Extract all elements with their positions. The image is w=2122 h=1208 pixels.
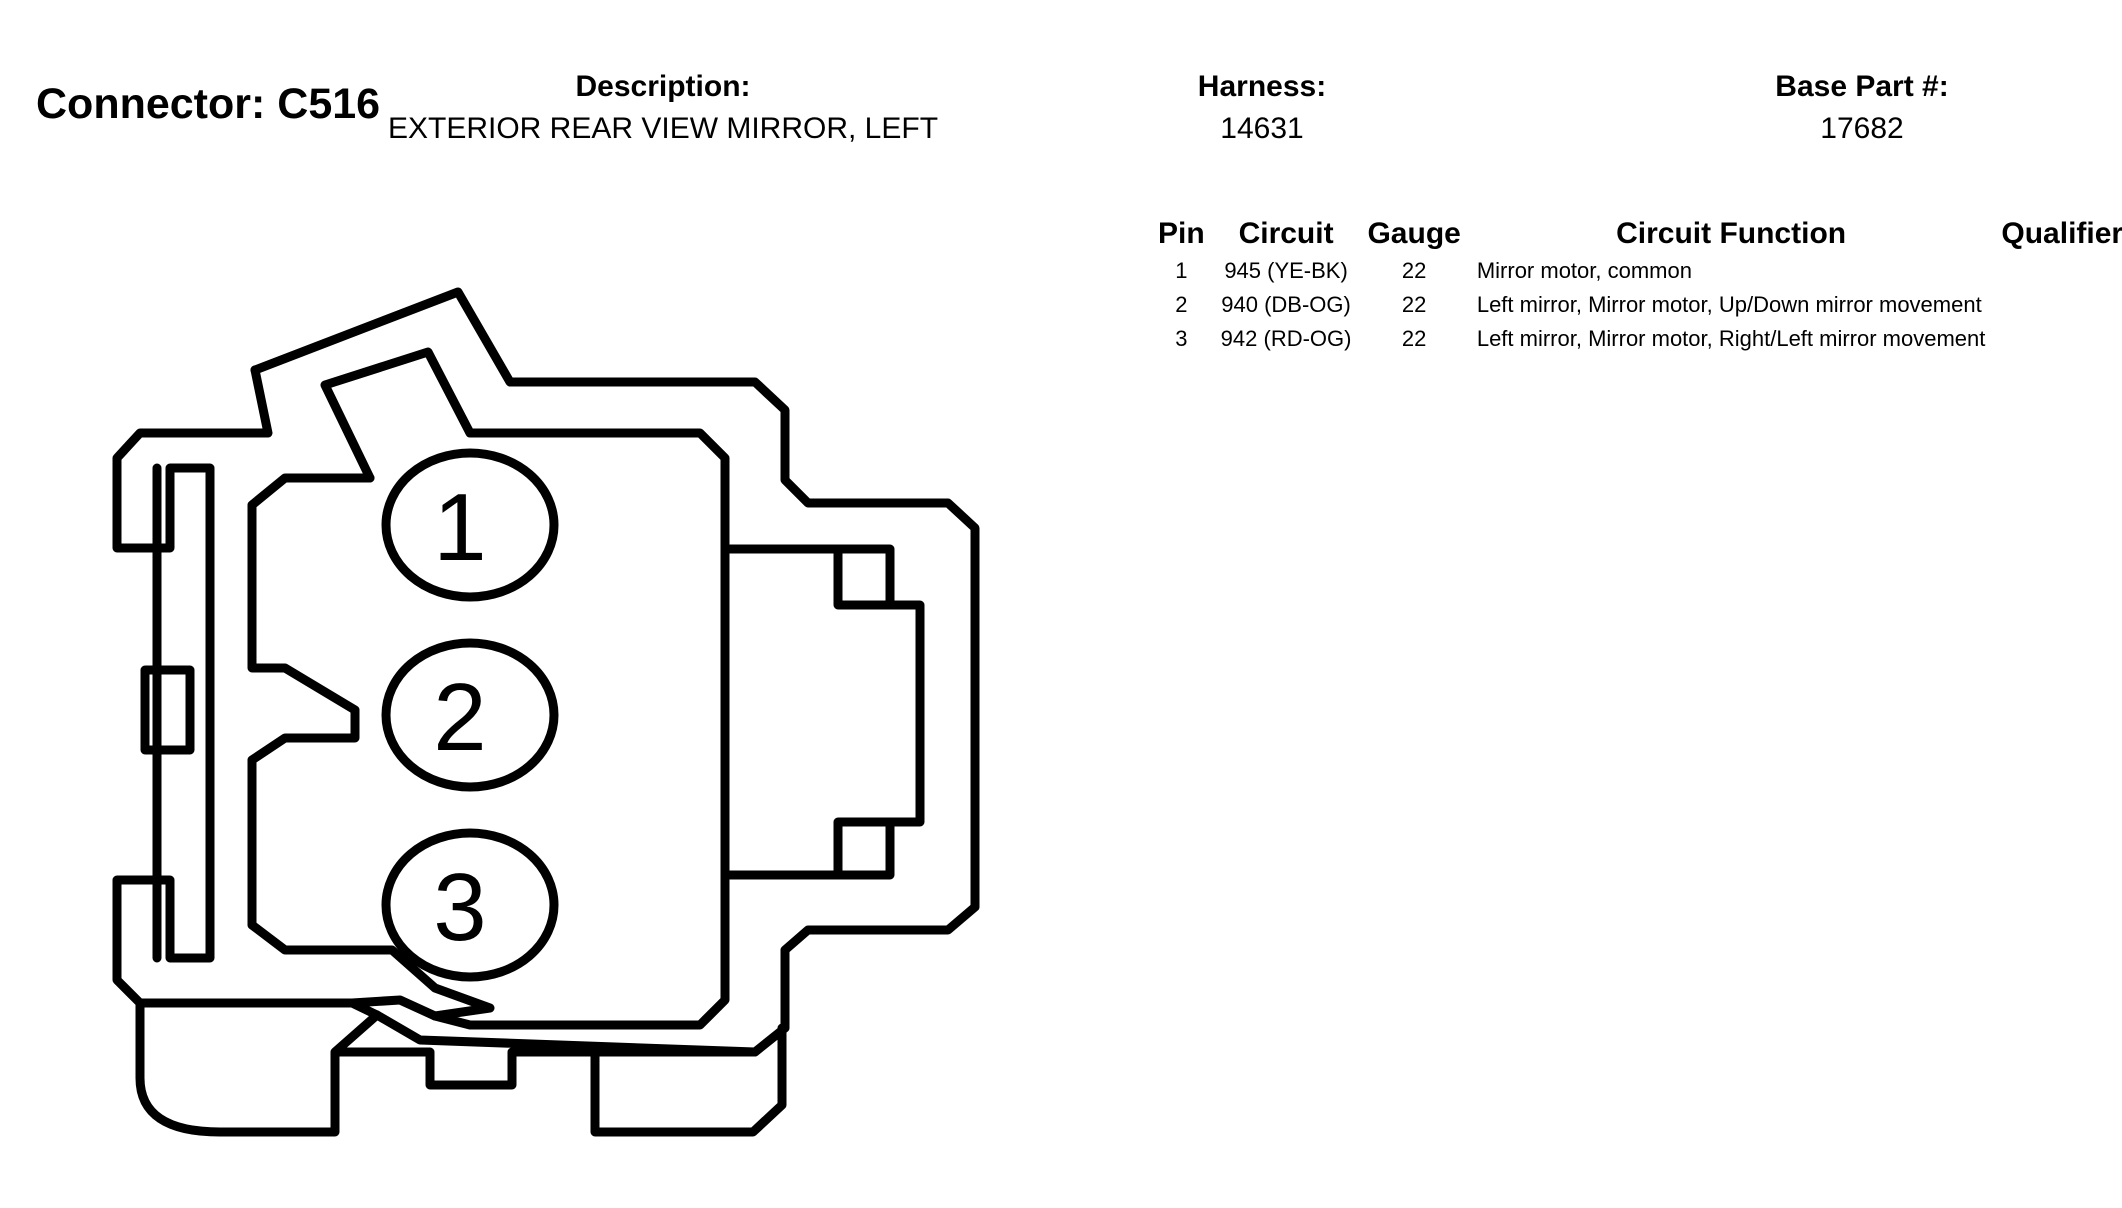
cell-pin: 2 bbox=[1175, 292, 1188, 317]
pin-label-2: 2 bbox=[433, 664, 486, 771]
cell-circuit: 940 (DB-OG) bbox=[1221, 292, 1351, 317]
description-value: EXTERIOR REAR VIEW MIRROR, LEFT bbox=[387, 112, 939, 145]
table-header-row: Pin Circuit Gauge Circuit Function Quali… bbox=[1150, 214, 2122, 254]
cell-gauge: 22 bbox=[1401, 258, 1427, 283]
connector-right-lock bbox=[725, 544, 925, 880]
col-qualifier: Qualifier bbox=[2001, 217, 2122, 250]
cell-pin: 3 bbox=[1175, 326, 1188, 351]
base-part-value: 17682 bbox=[1820, 112, 1904, 145]
cell-gauge: 22 bbox=[1401, 292, 1427, 317]
description-label: Description: bbox=[575, 70, 751, 103]
cell-function: Left mirror, Mirror motor, Up/Down mirro… bbox=[1476, 292, 1982, 317]
pin-label-3: 3 bbox=[433, 854, 486, 961]
cell-pin: 1 bbox=[1175, 258, 1188, 283]
connector-left-flange bbox=[112, 365, 382, 1020]
harness-label: Harness: bbox=[1197, 70, 1327, 103]
pin-table: Pin Circuit Gauge Circuit Function Quali… bbox=[1150, 214, 2122, 356]
cell-gauge: 22 bbox=[1401, 326, 1427, 351]
pin-cavity-3 bbox=[381, 828, 559, 982]
cell-circuit: 945 (YE-BK) bbox=[1224, 258, 1348, 283]
pin-label-1: 1 bbox=[433, 474, 486, 581]
cell-function: Left mirror, Mirror motor, Right/Left mi… bbox=[1476, 326, 1986, 351]
table-row: 1 945 (YE-BK) 22 Mirror motor, common bbox=[1150, 254, 2122, 288]
col-circuit: Circuit bbox=[1238, 217, 1334, 250]
col-circuit-function: Circuit Function bbox=[1616, 217, 1847, 250]
pin-cavity-2 bbox=[381, 638, 559, 792]
base-part-label: Base Part #: bbox=[1775, 70, 1949, 103]
table-row: 2 940 (DB-OG) 22 Left mirror, Mirror mot… bbox=[1150, 288, 2122, 322]
cell-function: Mirror motor, common bbox=[1476, 258, 1692, 283]
connector-latch-tab bbox=[320, 347, 730, 1030]
connector-title: Connector: C516 bbox=[36, 80, 381, 128]
pin-cavity-1 bbox=[381, 448, 559, 602]
col-pin: Pin bbox=[1158, 217, 1205, 250]
harness-value: 14631 bbox=[1220, 112, 1304, 145]
cell-circuit: 942 (RD-OG) bbox=[1220, 326, 1352, 351]
table-row: 3 942 (RD-OG) 22 Left mirror, Mirror mot… bbox=[1150, 322, 2122, 356]
connector-left-slot bbox=[140, 463, 195, 963]
connector-outer-housing bbox=[250, 287, 980, 1137]
connector-bottom-feet bbox=[135, 998, 760, 1137]
connector-inner-cavity bbox=[247, 473, 495, 1021]
col-gauge: Gauge bbox=[1367, 217, 1461, 250]
